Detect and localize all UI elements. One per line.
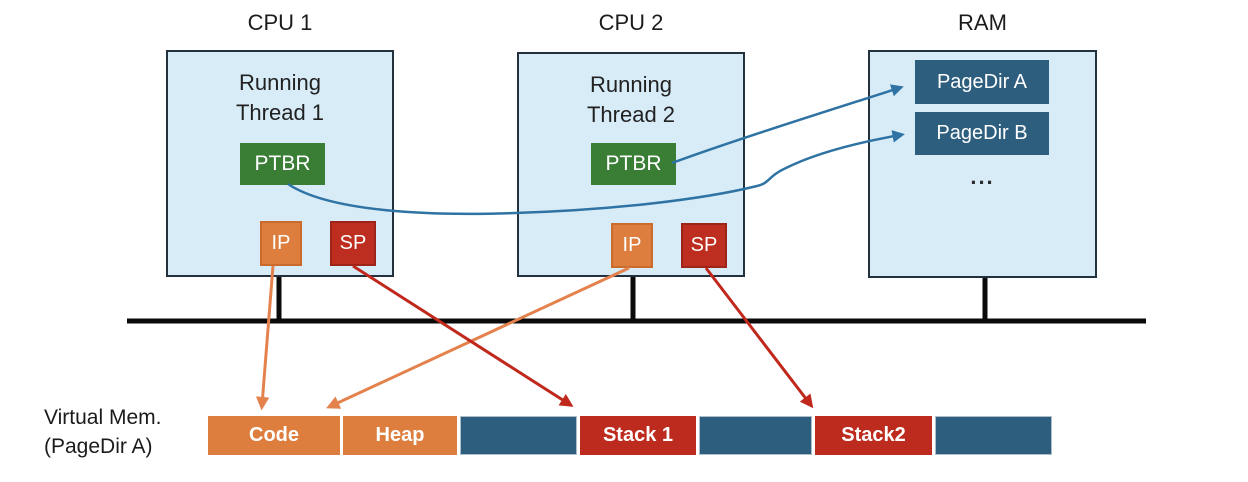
cpu2-ptbr-label: PTBR	[605, 152, 662, 175]
vm-segment-free	[699, 416, 812, 455]
ram-box: PageDir A PageDir B ...	[868, 50, 1097, 278]
vm-segment-code-label: Code	[249, 424, 299, 446]
vm-segment-free	[935, 416, 1052, 455]
cpu1-thread-line2: Thread 1	[235, 100, 325, 125]
virtual-memory-bar: Code Heap Stack 1 Stack2	[208, 416, 1052, 455]
cpu2-running-thread-label: Running Thread 2	[519, 70, 743, 130]
cpu2-ip-label: IP	[622, 234, 642, 256]
vm-segment-stack2-label: Stack2	[841, 424, 906, 446]
cpu1-sp-label: SP	[339, 232, 367, 254]
arrow-cpu1-sp-to-stack1	[352, 264, 574, 407]
ram-pagedir-a-label: PageDir A	[936, 70, 1028, 93]
cpu2-thread-line1: Running	[590, 72, 672, 97]
ram-title: RAM	[958, 10, 1007, 35]
cpu1-ip-register: IP	[260, 221, 302, 266]
arrow-cpu2-ip-to-code	[326, 266, 630, 409]
ram-pagedir-a: PageDir A	[915, 60, 1049, 104]
cpu2-ip-register: IP	[611, 223, 653, 268]
vm-segment-heap: Heap	[343, 416, 457, 455]
virtual-memory-label-line2: (PageDir A)	[44, 435, 153, 458]
ram-ellipsis: ...	[970, 164, 995, 189]
cpu2-box: Running Thread 2 PTBR IP SP	[517, 52, 745, 277]
vm-segment-heap-label: Heap	[375, 424, 425, 446]
ram-pagedir-b-label: PageDir B	[936, 122, 1028, 144]
cpu1-thread-line1: Running	[239, 70, 321, 95]
vm-segment-stack1-label: Stack 1	[602, 424, 674, 446]
cpu2-title: CPU 2	[598, 10, 664, 35]
cpu1-running-thread-label: Running Thread 1	[168, 68, 392, 128]
cpu1-ptbr-label: PTBR	[254, 152, 311, 175]
arrow-cpu2-sp-to-stack2	[704, 267, 814, 409]
cpu2-ptbr-register: PTBR	[591, 143, 676, 185]
ram-pagedir-b: PageDir B	[915, 112, 1049, 155]
cpu1-title: CPU 1	[247, 10, 313, 35]
arrow-cpu1-ip-to-code	[255, 265, 275, 411]
cpu1-ptbr-register: PTBR	[240, 143, 325, 185]
vm-segment-stack2: Stack2	[815, 416, 932, 455]
cpu2-sp-register: SP	[681, 223, 727, 268]
vm-segment-code: Code	[208, 416, 340, 455]
cpu1-box: Running Thread 1 PTBR IP SP	[166, 50, 394, 277]
cpu1-ip-label: IP	[271, 232, 291, 254]
virtual-memory-label: Virtual Mem. (PageDir A)	[44, 403, 161, 461]
vm-segment-stack1: Stack 1	[580, 416, 696, 455]
cpu1-sp-register: SP	[330, 221, 376, 266]
virtual-memory-label-line1: Virtual Mem.	[44, 406, 162, 429]
cpu2-sp-label: SP	[690, 234, 718, 256]
vm-segment-free	[460, 416, 577, 455]
cpu2-thread-line2: Thread 2	[586, 102, 676, 127]
